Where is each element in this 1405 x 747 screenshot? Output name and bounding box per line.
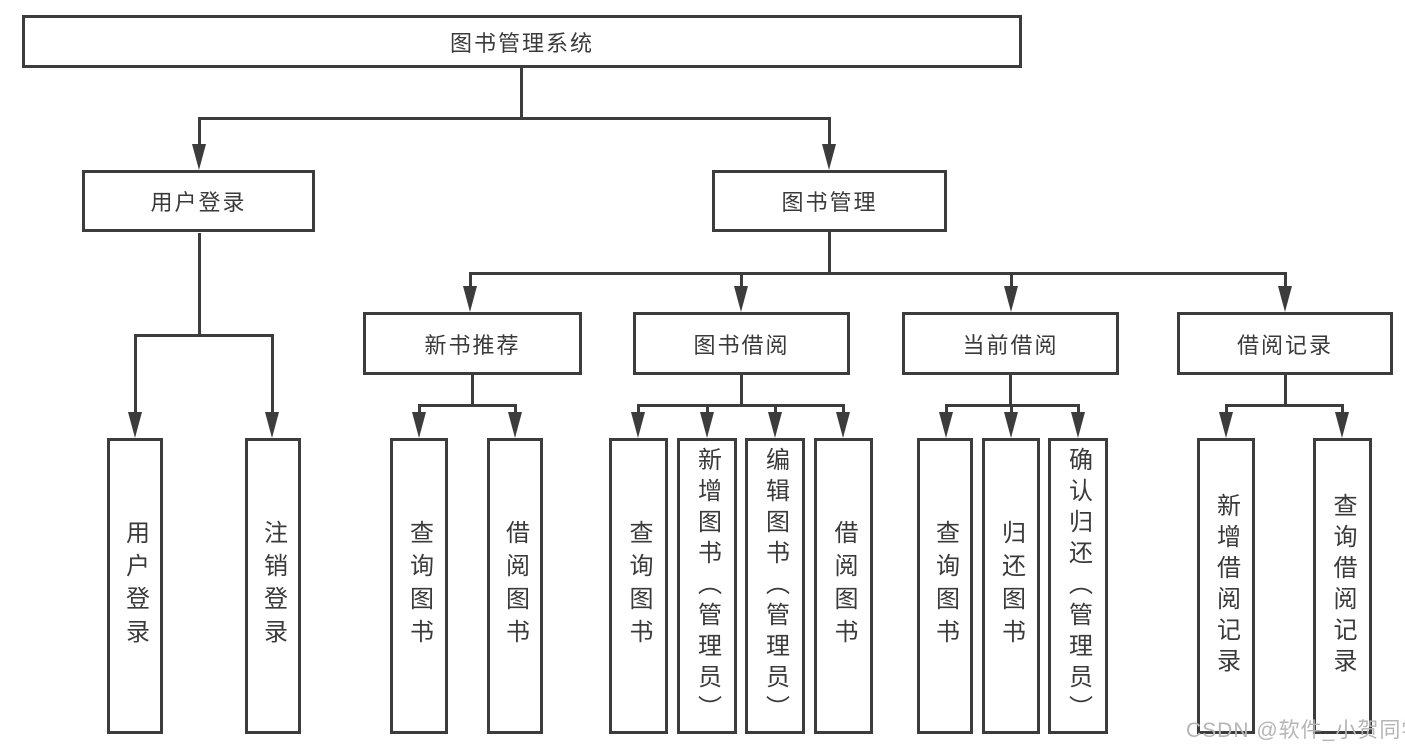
connector-line xyxy=(198,117,831,120)
connector-line xyxy=(471,375,474,406)
connector-line xyxy=(198,117,201,147)
connector-line xyxy=(740,375,743,406)
connector-line xyxy=(1284,272,1287,288)
arrow-down-icon xyxy=(734,286,748,312)
connector-line xyxy=(842,404,845,414)
connector-line xyxy=(469,272,1287,275)
node-new-book-recommend: 新书推荐 xyxy=(363,312,582,375)
node-book-borrowing: 图书借阅 xyxy=(633,312,850,375)
csdn-watermark: CSDN @软件_小贺同学 xyxy=(1186,719,1405,742)
leaf-confirm-return-admin: 确认归还（管理员） xyxy=(1048,438,1108,734)
connector-line xyxy=(1077,404,1080,414)
arrow-down-icon xyxy=(1278,286,1292,312)
leaf-user-login-label: 用户登录 xyxy=(121,520,149,652)
arrow-down-icon xyxy=(822,144,836,170)
connector-line xyxy=(198,233,201,335)
leaf-query-books-borrowing-label: 查询图书 xyxy=(625,520,652,652)
leaf-logout-label: 注销登录 xyxy=(259,520,287,652)
node-book-management: 图书管理 xyxy=(712,170,947,232)
arrow-down-icon xyxy=(768,412,782,438)
leaf-logout: 注销登录 xyxy=(245,438,301,734)
arrow-down-icon xyxy=(265,412,279,438)
connector-line xyxy=(514,404,517,414)
leaf-return-books-label: 归还图书 xyxy=(997,520,1025,652)
leaf-return-books: 归还图书 xyxy=(982,438,1040,734)
connector-line xyxy=(828,117,831,147)
connector-line xyxy=(1225,404,1344,407)
arrow-down-icon xyxy=(1004,286,1018,312)
leaf-query-borrow-record: 查询借阅记录 xyxy=(1313,438,1372,734)
arrow-down-icon xyxy=(192,144,206,170)
node-book-borrowing-label: 图书借阅 xyxy=(693,332,790,358)
leaf-query-books-recommend-label: 查询图书 xyxy=(405,520,433,652)
connector-line xyxy=(271,334,274,414)
connector-line xyxy=(1010,404,1013,414)
node-current-borrowing: 当前借阅 xyxy=(902,312,1119,375)
connector-line xyxy=(134,334,137,414)
connector-line xyxy=(740,272,743,288)
leaf-edit-book-admin-label: 编辑图书（管理员） xyxy=(761,446,789,726)
leaf-add-book-admin-label: 新增图书（管理员） xyxy=(693,446,721,726)
connector-line xyxy=(1010,272,1013,288)
node-current-borrowing-label: 当前借阅 xyxy=(962,332,1059,358)
arrow-down-icon xyxy=(1335,412,1349,438)
arrow-down-icon xyxy=(836,412,850,438)
connector-line xyxy=(520,68,523,118)
leaf-query-books-current-label: 查询图书 xyxy=(931,520,959,652)
leaf-query-books-recommend: 查询图书 xyxy=(390,438,448,734)
arrow-down-icon xyxy=(412,412,426,438)
leaf-add-book-admin: 新增图书（管理员） xyxy=(677,438,737,734)
connector-line xyxy=(828,232,831,274)
connector-line xyxy=(134,334,274,337)
node-new-book-recommend-label: 新书推荐 xyxy=(424,332,521,358)
node-user-login: 用户登录 xyxy=(82,170,315,232)
connector-line xyxy=(1009,375,1012,406)
leaf-borrow-books-borrowing: 借阅图书 xyxy=(814,438,873,734)
node-root: 图书管理系统 xyxy=(22,15,1022,68)
connector-line xyxy=(469,272,472,288)
connector-line xyxy=(1225,404,1228,414)
connector-line xyxy=(1284,375,1287,406)
arrow-down-icon xyxy=(1219,412,1233,438)
node-root-label: 图书管理系统 xyxy=(449,30,594,56)
leaf-confirm-return-admin-label: 确认归还（管理员） xyxy=(1064,446,1092,726)
leaf-user-login: 用户登录 xyxy=(107,438,163,734)
arrow-down-icon xyxy=(1004,412,1018,438)
leaf-borrow-books-recommend: 借阅图书 xyxy=(487,438,543,734)
leaf-query-books-borrowing: 查询图书 xyxy=(609,438,668,734)
connector-line xyxy=(637,404,845,407)
leaf-query-books-current: 查询图书 xyxy=(917,438,973,734)
connector-line xyxy=(418,404,517,407)
arrow-down-icon xyxy=(508,412,522,438)
leaf-borrow-books-borrowing-label: 借阅图书 xyxy=(830,520,857,652)
connector-line xyxy=(637,404,640,414)
node-user-login-label: 用户登录 xyxy=(150,190,247,215)
node-book-management-label: 图书管理 xyxy=(781,190,878,215)
connector-line xyxy=(1341,404,1344,414)
node-borrowing-records-label: 借阅记录 xyxy=(1236,332,1333,358)
connector-line xyxy=(774,404,777,414)
leaf-add-borrow-record: 新增借阅记录 xyxy=(1197,438,1255,734)
connector-line xyxy=(945,404,948,414)
arrow-down-icon xyxy=(939,412,953,438)
arrow-down-icon xyxy=(631,412,645,438)
node-borrowing-records: 借阅记录 xyxy=(1177,312,1393,375)
leaf-borrow-books-recommend-label: 借阅图书 xyxy=(501,520,529,652)
arrow-down-icon xyxy=(1071,412,1085,438)
leaf-add-borrow-record-label: 新增借阅记录 xyxy=(1212,493,1240,679)
connector-line xyxy=(418,404,421,414)
connector-line xyxy=(706,404,709,414)
leaf-query-borrow-record-label: 查询借阅记录 xyxy=(1329,493,1356,679)
leaf-edit-book-admin: 编辑图书（管理员） xyxy=(745,438,805,734)
arrow-down-icon xyxy=(128,412,142,438)
arrow-down-icon xyxy=(463,286,477,312)
arrow-down-icon xyxy=(700,412,714,438)
